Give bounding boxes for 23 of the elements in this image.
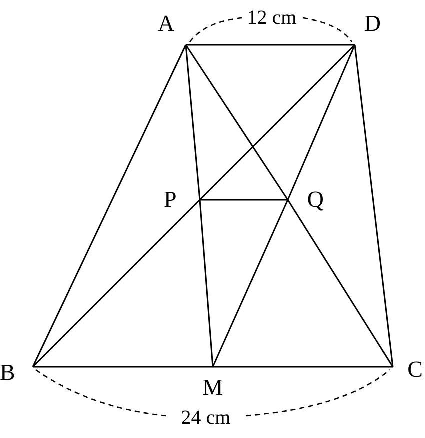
vertex-label: P bbox=[164, 186, 200, 212]
vertex-label: M bbox=[198, 367, 228, 399]
vertex-label: A bbox=[158, 12, 186, 45]
vertex-label: D bbox=[355, 12, 381, 45]
line-segment bbox=[287, 44, 356, 200]
line-segment bbox=[354, 44, 394, 368]
line-segment bbox=[287, 200, 394, 368]
dimension-label: 24 cm bbox=[181, 408, 231, 428]
vertex-label: B bbox=[0, 358, 33, 386]
vertex-label: C bbox=[393, 355, 423, 383]
dimension-label: 12 cm bbox=[247, 8, 297, 28]
line-segment bbox=[185, 44, 289, 200]
line-segment bbox=[199, 44, 356, 201]
line-segment bbox=[186, 44, 355, 46]
line-segment bbox=[199, 200, 214, 368]
line-segment bbox=[212, 200, 289, 368]
line-segment bbox=[33, 366, 213, 368]
line-segment bbox=[200, 199, 288, 201]
vertex-label: Q bbox=[288, 186, 324, 212]
line-segment bbox=[213, 366, 393, 368]
line-segment bbox=[185, 44, 201, 200]
line-segment bbox=[32, 199, 201, 368]
line-segment bbox=[32, 44, 187, 368]
